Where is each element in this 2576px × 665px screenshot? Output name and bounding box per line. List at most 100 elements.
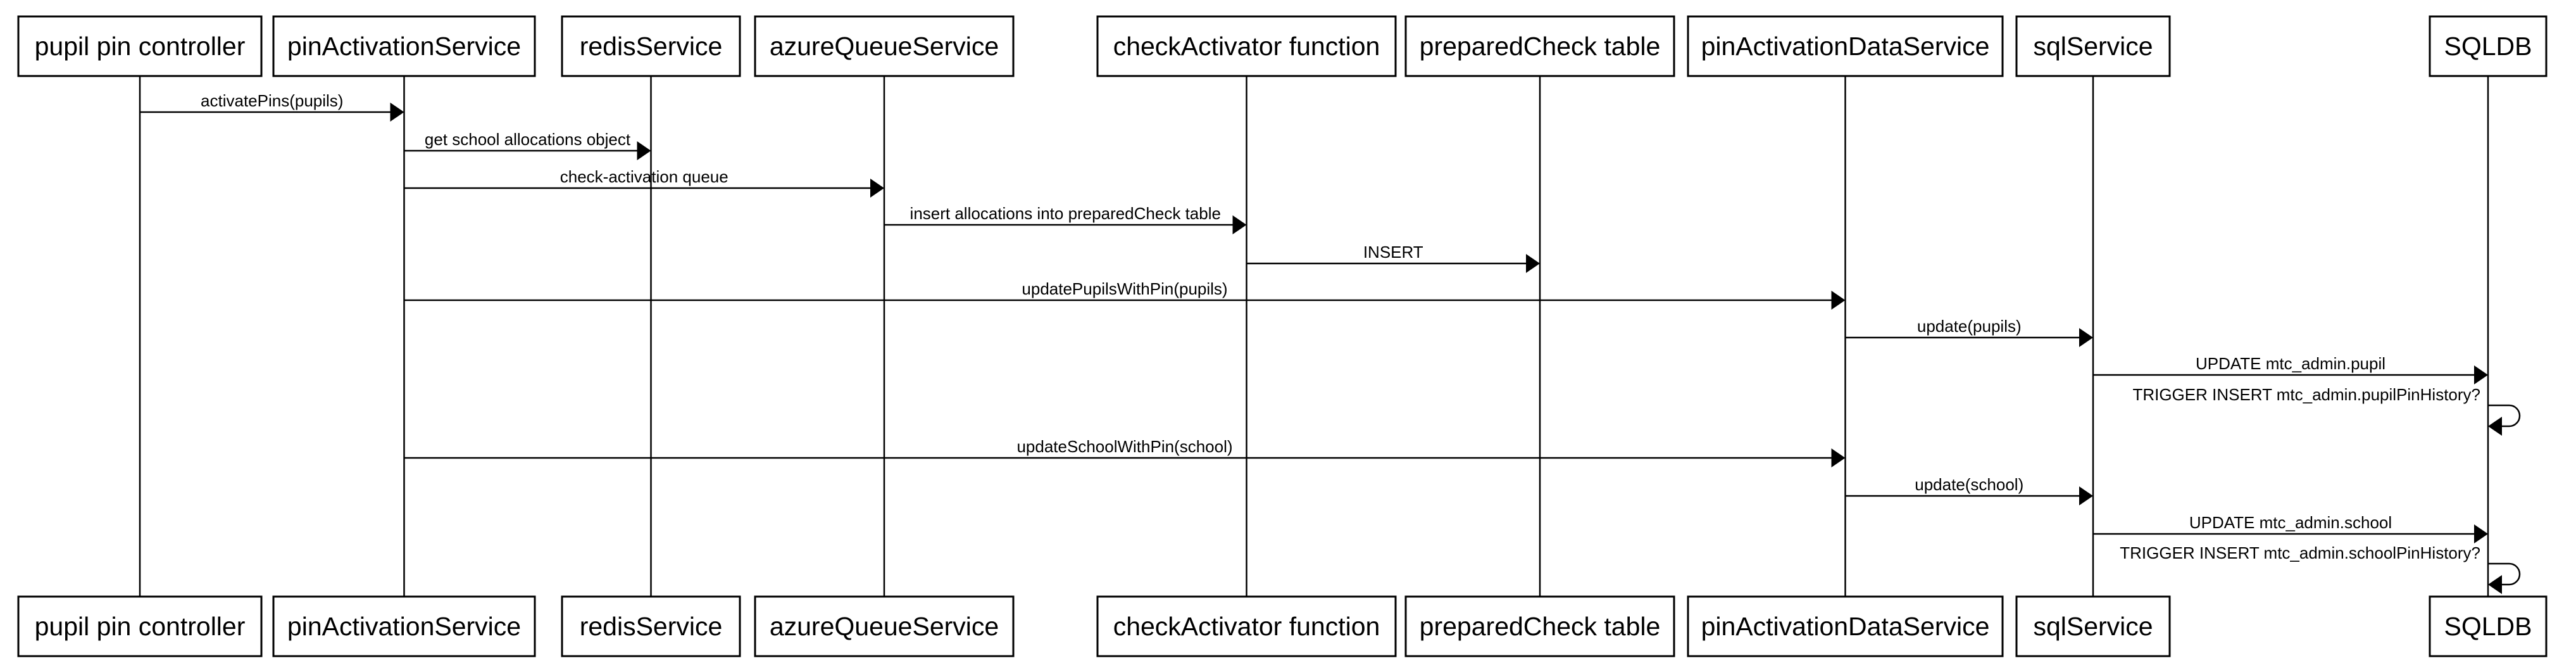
- participant-redisService-bottom: redisService: [561, 595, 741, 657]
- participant-label: azureQueueService: [770, 612, 999, 641]
- participant-pinActivationService-bottom: pinActivationService: [272, 595, 536, 657]
- participant-sqldb-bottom: SQLDB: [2429, 595, 2548, 657]
- participant-box-frame: [17, 595, 263, 657]
- participant-pinActivationDataService-bottom: pinActivationDataService: [1687, 595, 2004, 657]
- participant-label: redisService: [580, 32, 723, 61]
- participant-preparedCheck-top: preparedCheck table: [1404, 15, 1675, 77]
- message-label: UPDATE mtc_admin.pupil: [2196, 354, 2385, 373]
- participant-label: pinActivationService: [287, 32, 521, 61]
- participant-sqldb-top: SQLDB: [2429, 15, 2548, 77]
- lifelines: [139, 76, 2489, 597]
- message-9: TRIGGER INSERT mtc_admin.pupilPinHistory…: [2132, 385, 2521, 436]
- message-label: TRIGGER INSERT mtc_admin.pupilPinHistory…: [2132, 385, 2480, 404]
- participant-checkActivator-bottom: checkActivator function: [1096, 595, 1397, 657]
- participant-azureQueueService-top: azureQueueService: [754, 15, 1015, 77]
- participant-redisService-top: redisService: [561, 15, 741, 77]
- participant-label: checkActivator function: [1113, 32, 1380, 61]
- arrowhead: [2474, 365, 2488, 384]
- participant-azureQueueService-bottom: azureQueueService: [754, 595, 1015, 657]
- participant-label: sqlService: [2033, 612, 2153, 641]
- participant-label: redisService: [580, 612, 723, 641]
- participant-box-frame: [1404, 595, 1675, 657]
- message-label: UPDATE mtc_admin.school: [2189, 513, 2392, 532]
- participant-box-frame: [1687, 595, 2004, 657]
- participant-label: pupil pin controller: [35, 612, 246, 641]
- message-2: get school allocations object: [404, 130, 651, 160]
- arrowhead: [870, 179, 884, 198]
- participant-label: pinActivationDataService: [1701, 612, 1990, 641]
- arrowhead: [2488, 575, 2502, 594]
- message-label: insert allocations into preparedCheck ta…: [910, 204, 1221, 223]
- participant-box-frame: [1096, 595, 1397, 657]
- message-label: INSERT: [1363, 243, 1423, 262]
- participant-box-frame: [272, 595, 536, 657]
- participant-pinActivationService-top: pinActivationService: [272, 15, 536, 77]
- participant-controller-bottom: pupil pin controller: [17, 595, 263, 657]
- participant-box-frame: [2429, 595, 2548, 657]
- participant-footer-row: pupil pin controller pinActivationService…: [17, 595, 2548, 657]
- participant-box-frame: [1096, 15, 1397, 77]
- message-label: update(school): [1915, 475, 2023, 494]
- message-7: update(pupils): [1845, 317, 2093, 347]
- participant-box-frame: [754, 595, 1015, 657]
- participant-box-frame: [2015, 595, 2171, 657]
- message-6: updatePupilsWithPin(pupils): [404, 279, 1846, 310]
- participant-box-frame: [1687, 15, 2004, 77]
- message-label: updatePupilsWithPin(pupils): [1022, 279, 1227, 298]
- participant-box-frame: [2015, 15, 2171, 77]
- arrowhead: [2079, 328, 2093, 347]
- message-1: activatePins(pupils): [140, 91, 404, 122]
- arrowhead: [2488, 417, 2502, 436]
- participant-label: pinActivationService: [287, 612, 521, 641]
- participant-controller-top: pupil pin controller: [17, 15, 263, 77]
- participant-box-frame: [2429, 15, 2548, 77]
- arrowhead: [2079, 486, 2093, 505]
- message-label: get school allocations object: [425, 130, 631, 149]
- participant-preparedCheck-bottom: preparedCheck table: [1404, 595, 1675, 657]
- participant-label: checkActivator function: [1113, 612, 1380, 641]
- message-11: update(school): [1845, 475, 2093, 505]
- arrowhead: [637, 141, 651, 160]
- self-message-line: [2488, 562, 2521, 586]
- participant-sqlService-top: sqlService: [2015, 15, 2171, 77]
- participant-box-frame: [561, 15, 741, 77]
- participant-pinActivationDataService-top: pinActivationDataService: [1687, 15, 2004, 77]
- arrowhead: [2474, 524, 2488, 543]
- participant-box-frame: [1404, 15, 1675, 77]
- participant-label: sqlService: [2033, 32, 2153, 61]
- message-5: INSERT: [1246, 243, 1540, 273]
- participant-box-frame: [272, 15, 536, 77]
- arrowhead: [1831, 291, 1846, 310]
- message-10: updateSchoolWithPin(school): [404, 437, 1846, 467]
- participant-box-frame: [17, 15, 263, 77]
- participant-label: pinActivationDataService: [1701, 32, 1990, 61]
- message-8: UPDATE mtc_admin.pupil: [2093, 354, 2488, 384]
- message-label: activatePins(pupils): [201, 91, 343, 110]
- participant-label: azureQueueService: [770, 32, 999, 61]
- arrowhead: [1232, 215, 1247, 234]
- participant-box-frame: [561, 595, 741, 657]
- participant-label: SQLDB: [2444, 612, 2532, 641]
- participant-box-frame: [754, 15, 1015, 77]
- message-label: TRIGGER INSERT mtc_admin.schoolPinHistor…: [2120, 543, 2480, 562]
- message-3: check-activation queue: [404, 167, 884, 198]
- participant-label: SQLDB: [2444, 32, 2532, 61]
- messages: activatePins(pupils) get school allocatio…: [140, 91, 2521, 594]
- message-13: TRIGGER INSERT mtc_admin.schoolPinHistor…: [2120, 543, 2521, 594]
- participant-sqlService-bottom: sqlService: [2015, 595, 2171, 657]
- self-message-line: [2488, 404, 2521, 428]
- participant-label: preparedCheck table: [1420, 612, 1661, 641]
- message-label: update(pupils): [1917, 317, 2022, 336]
- arrowhead: [390, 103, 404, 122]
- participant-checkActivator-top: checkActivator function: [1096, 15, 1397, 77]
- arrowhead: [1831, 448, 1846, 467]
- message-12: UPDATE mtc_admin.school: [2093, 513, 2488, 543]
- participant-label: preparedCheck table: [1420, 32, 1661, 61]
- arrowhead: [1526, 254, 1540, 273]
- participant-label: pupil pin controller: [35, 32, 246, 61]
- message-4: insert allocations into preparedCheck ta…: [884, 204, 1247, 234]
- message-label: check-activation queue: [560, 167, 728, 186]
- participant-header-row: pupil pin controller pinActivationService…: [17, 15, 2548, 77]
- message-label: updateSchoolWithPin(school): [1016, 437, 1232, 456]
